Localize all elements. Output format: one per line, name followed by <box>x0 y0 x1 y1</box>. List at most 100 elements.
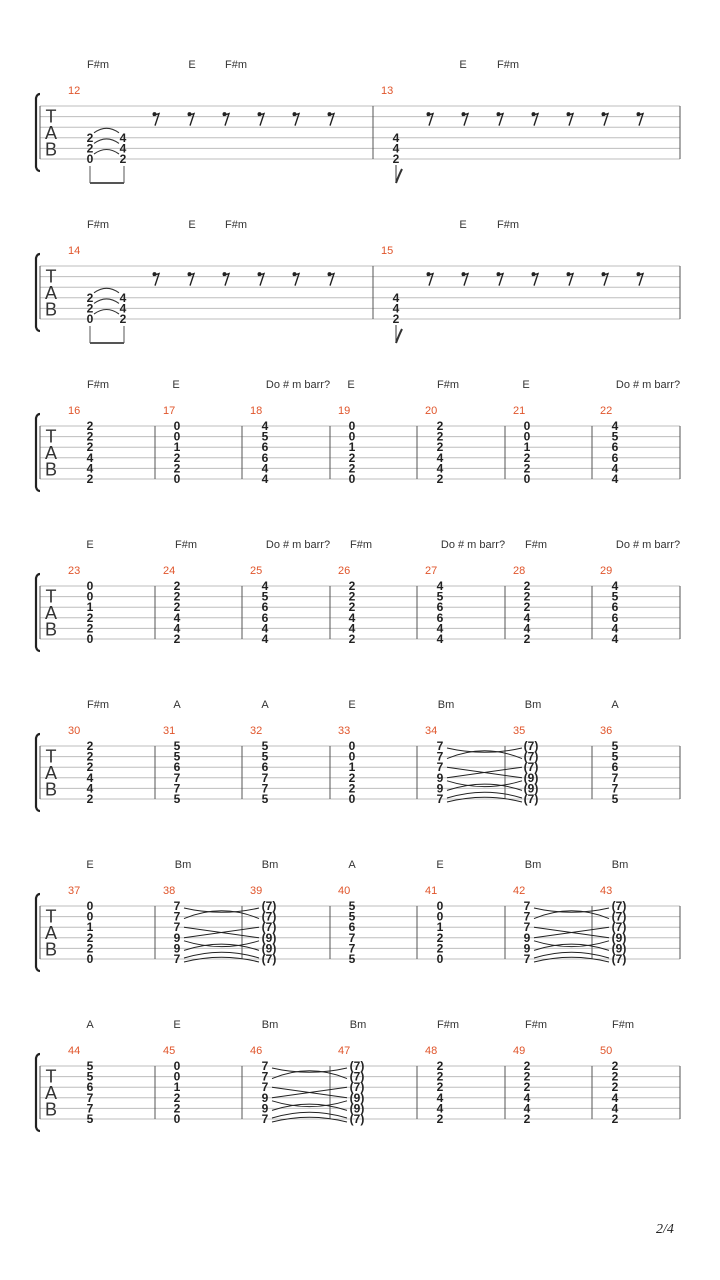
fret-number: 7 <box>612 771 619 785</box>
fret-number: 0 <box>524 472 531 486</box>
fret-number: 2 <box>87 611 94 625</box>
chord-name: F#m <box>225 219 247 231</box>
fret-number: 7 <box>437 760 444 774</box>
fret-number: 2 <box>174 461 181 475</box>
fret-number: 2 <box>437 419 444 433</box>
measure-number: 22 <box>600 405 612 417</box>
fret-number: 0 <box>524 430 531 444</box>
measure-number: 16 <box>68 405 80 417</box>
fret-number: (9) <box>612 931 627 945</box>
measure-number: 49 <box>513 1045 525 1057</box>
measure-number: 32 <box>250 725 262 737</box>
fret-number: 2 <box>349 632 356 646</box>
fret-number: 2 <box>174 590 181 604</box>
chord-name: E <box>348 699 355 711</box>
system-bracket <box>34 1052 41 1133</box>
fret-number: 5 <box>612 750 619 764</box>
fret-number: 0 <box>349 430 356 444</box>
fret-number: 6 <box>262 600 269 614</box>
eighth-rest <box>222 112 231 126</box>
fret-number: 4 <box>437 621 444 635</box>
fret-number: 9 <box>524 931 531 945</box>
eighth-rest <box>496 112 505 126</box>
fret-number: 2 <box>349 771 356 785</box>
tab-clef-letter: B <box>45 140 57 160</box>
fret-number: 0 <box>524 419 531 433</box>
fret-number: 1 <box>349 440 356 454</box>
fret-number: 4 <box>174 621 181 635</box>
fret-number: 0 <box>349 739 356 753</box>
eighth-rest <box>566 112 575 126</box>
fret-number: (7) <box>262 899 277 913</box>
tab-clef-letter: A <box>45 603 57 623</box>
measure-number: 25 <box>250 565 262 577</box>
fret-number: 4 <box>393 301 400 315</box>
fret-number: 5 <box>262 430 269 444</box>
fret-number: 2 <box>393 152 400 166</box>
measure-number: 47 <box>338 1045 350 1057</box>
fret-number: 2 <box>120 312 127 326</box>
chord-name: F#m <box>225 59 247 71</box>
fret-number: 6 <box>612 611 619 625</box>
fret-number: 7 <box>437 739 444 753</box>
fret-number: 2 <box>612 1112 619 1126</box>
chord-name: Bm <box>525 859 542 871</box>
fret-number: 6 <box>262 760 269 774</box>
fret-number: (9) <box>524 781 539 795</box>
fret-number: 2 <box>524 579 531 593</box>
fret-number: 0 <box>87 952 94 966</box>
fret-number: 4 <box>437 451 444 465</box>
fret-number: 2 <box>524 1080 531 1094</box>
fret-number: 5 <box>349 899 356 913</box>
fret-number: 2 <box>87 291 94 305</box>
measure-number: 19 <box>338 405 350 417</box>
fret-number: 2 <box>393 312 400 326</box>
fret-number: 0 <box>87 590 94 604</box>
eighth-rest <box>426 112 435 126</box>
fret-number: 6 <box>262 451 269 465</box>
fret-number: 0 <box>174 1059 181 1073</box>
slide-tie-lines <box>446 747 523 803</box>
chord-name: E <box>436 859 443 871</box>
fret-number: 2 <box>524 590 531 604</box>
tab-clef-letter: B <box>45 460 57 480</box>
fret-number: 4 <box>262 621 269 635</box>
fret-number: 2 <box>524 1070 531 1084</box>
fret-number: 4 <box>612 579 619 593</box>
fret-number: 6 <box>87 1080 94 1094</box>
chord-name: F#m <box>175 539 197 551</box>
chord-name: E <box>172 379 179 391</box>
chord-name: E <box>188 219 195 231</box>
fret-number: 4 <box>524 611 531 625</box>
fret-number: (9) <box>612 941 627 955</box>
fret-number: 1 <box>174 440 181 454</box>
measure-number: 33 <box>338 725 350 737</box>
tab-clef-letter: T <box>46 587 57 607</box>
fret-number: 2 <box>437 941 444 955</box>
chord-name: Do # m barr? <box>266 379 330 391</box>
tab-clef-letter: T <box>46 427 57 447</box>
fret-number: (7) <box>524 750 539 764</box>
fret-number: 7 <box>174 899 181 913</box>
fret-number: (9) <box>350 1091 365 1105</box>
fret-number: 6 <box>262 440 269 454</box>
fret-number: 0 <box>87 152 94 166</box>
chord-name: F#m <box>350 539 372 551</box>
measure-number: 27 <box>425 565 437 577</box>
fret-number: 7 <box>262 771 269 785</box>
fret-number: 7 <box>524 910 531 924</box>
fret-number: 1 <box>524 440 531 454</box>
chord-name: E <box>347 379 354 391</box>
measure-number: 24 <box>163 565 175 577</box>
fret-number: 6 <box>262 611 269 625</box>
eighth-rest <box>152 272 161 286</box>
fret-number: 5 <box>174 750 181 764</box>
measure-number: 23 <box>68 565 80 577</box>
hammer-on-arc <box>93 308 120 315</box>
fret-number: 0 <box>174 1070 181 1084</box>
measure-number: 30 <box>68 725 80 737</box>
fret-number: 2 <box>349 590 356 604</box>
fret-number: 7 <box>87 1091 94 1105</box>
